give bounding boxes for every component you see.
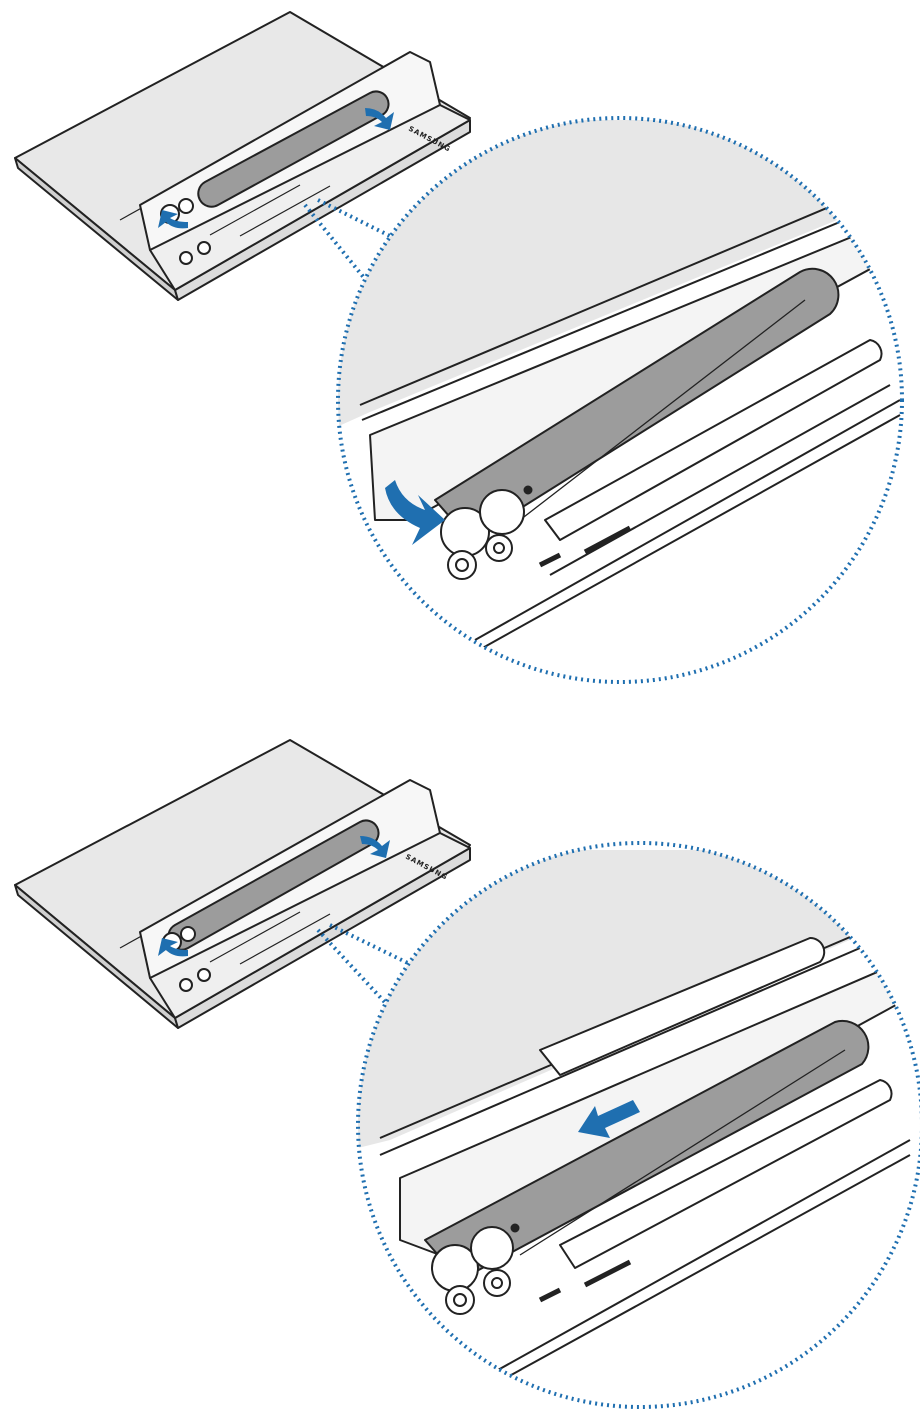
step-2-illustration: SAMSUNG [14, 739, 920, 1409]
zoom-detail-1 [336, 116, 904, 684]
curved-arrow-right-icon [365, 108, 394, 130]
step-1-illustration: SAMSUNG [14, 11, 904, 684]
zoom-detail-2 [356, 841, 920, 1409]
curved-arrow-right-icon [360, 836, 390, 858]
curved-arrow-left-icon [158, 210, 188, 229]
tablet-cover-overview-2: SAMSUNG [14, 739, 471, 1029]
dotted-zoom-circle-1 [336, 116, 904, 684]
curved-arrow-left-icon [158, 938, 188, 957]
curved-arrow-icon [385, 480, 445, 545]
zoom-connector-2 [316, 923, 419, 1012]
straight-arrow-icon [578, 1100, 640, 1138]
